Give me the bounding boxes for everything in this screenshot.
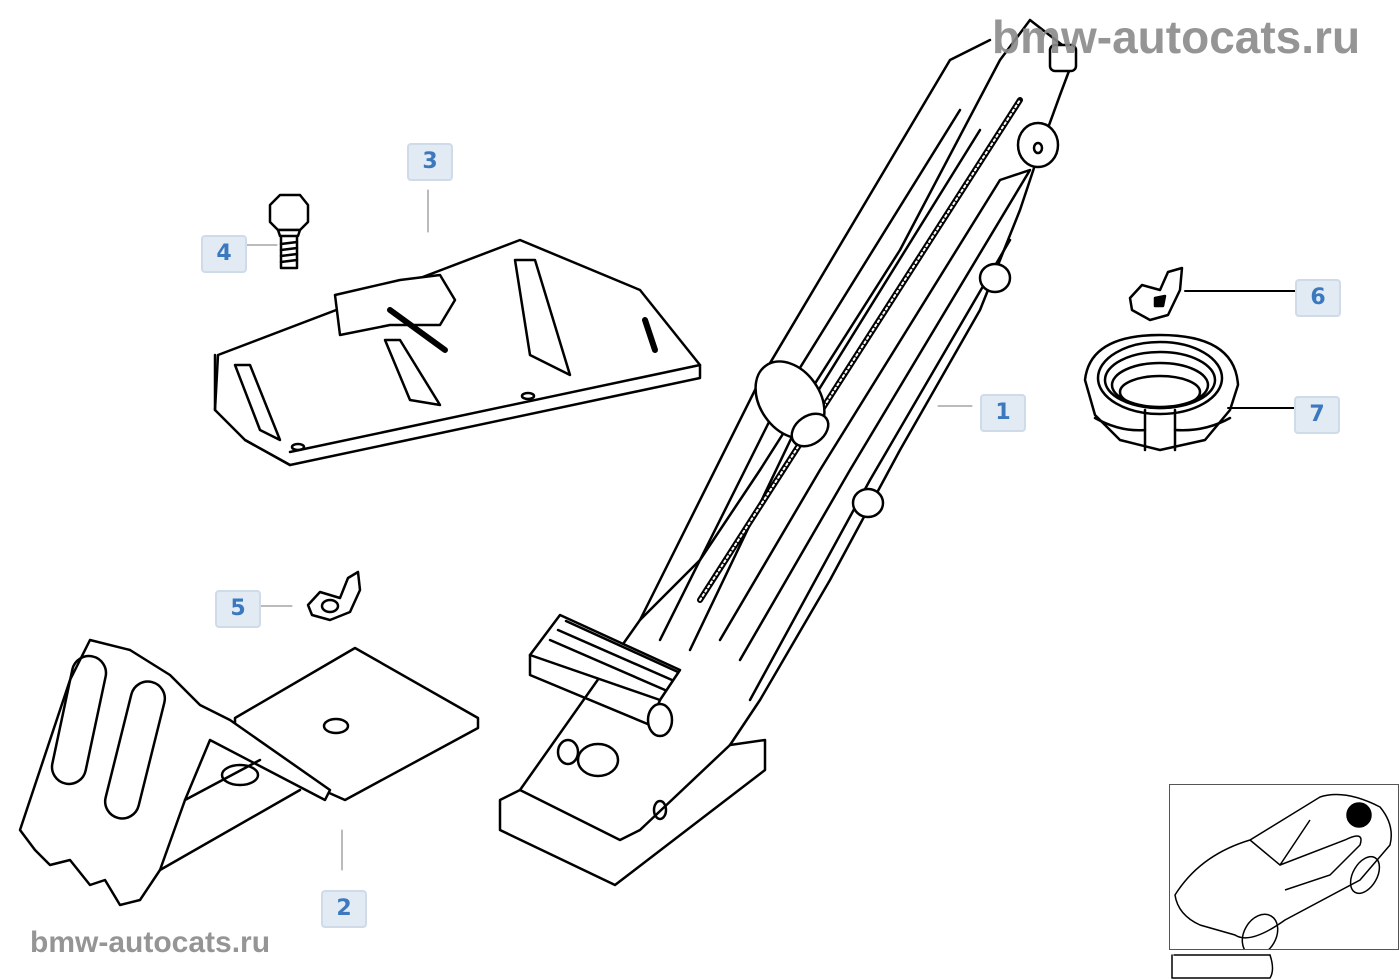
- watermark-bottom: bmw-autocats.ru: [30, 926, 271, 959]
- vehicle-location-thumbnail: [1169, 784, 1399, 957]
- wheel-chock-drawing: [18, 638, 480, 907]
- wing-nut-6-drawing: [1128, 266, 1306, 322]
- bolt-drawing: [246, 193, 310, 270]
- wing-nut-5-drawing: [259, 570, 362, 622]
- car-jack-drawing: [498, 18, 1078, 887]
- callout-1[interactable]: 1: [980, 394, 1026, 432]
- callout-5[interactable]: 5: [215, 590, 261, 628]
- watermark-top: bmw-autocats.ru: [992, 11, 1361, 63]
- callout-2[interactable]: 2: [321, 890, 367, 928]
- bracket-drawing: [213, 189, 702, 467]
- callout-7[interactable]: 7: [1294, 396, 1340, 434]
- grommet-drawing: [1083, 333, 1306, 452]
- callout-6[interactable]: 6: [1295, 279, 1341, 317]
- car-outline-icon: [1174, 793, 1392, 957]
- callout-4[interactable]: 4: [201, 235, 247, 273]
- callout-3[interactable]: 3: [407, 143, 453, 181]
